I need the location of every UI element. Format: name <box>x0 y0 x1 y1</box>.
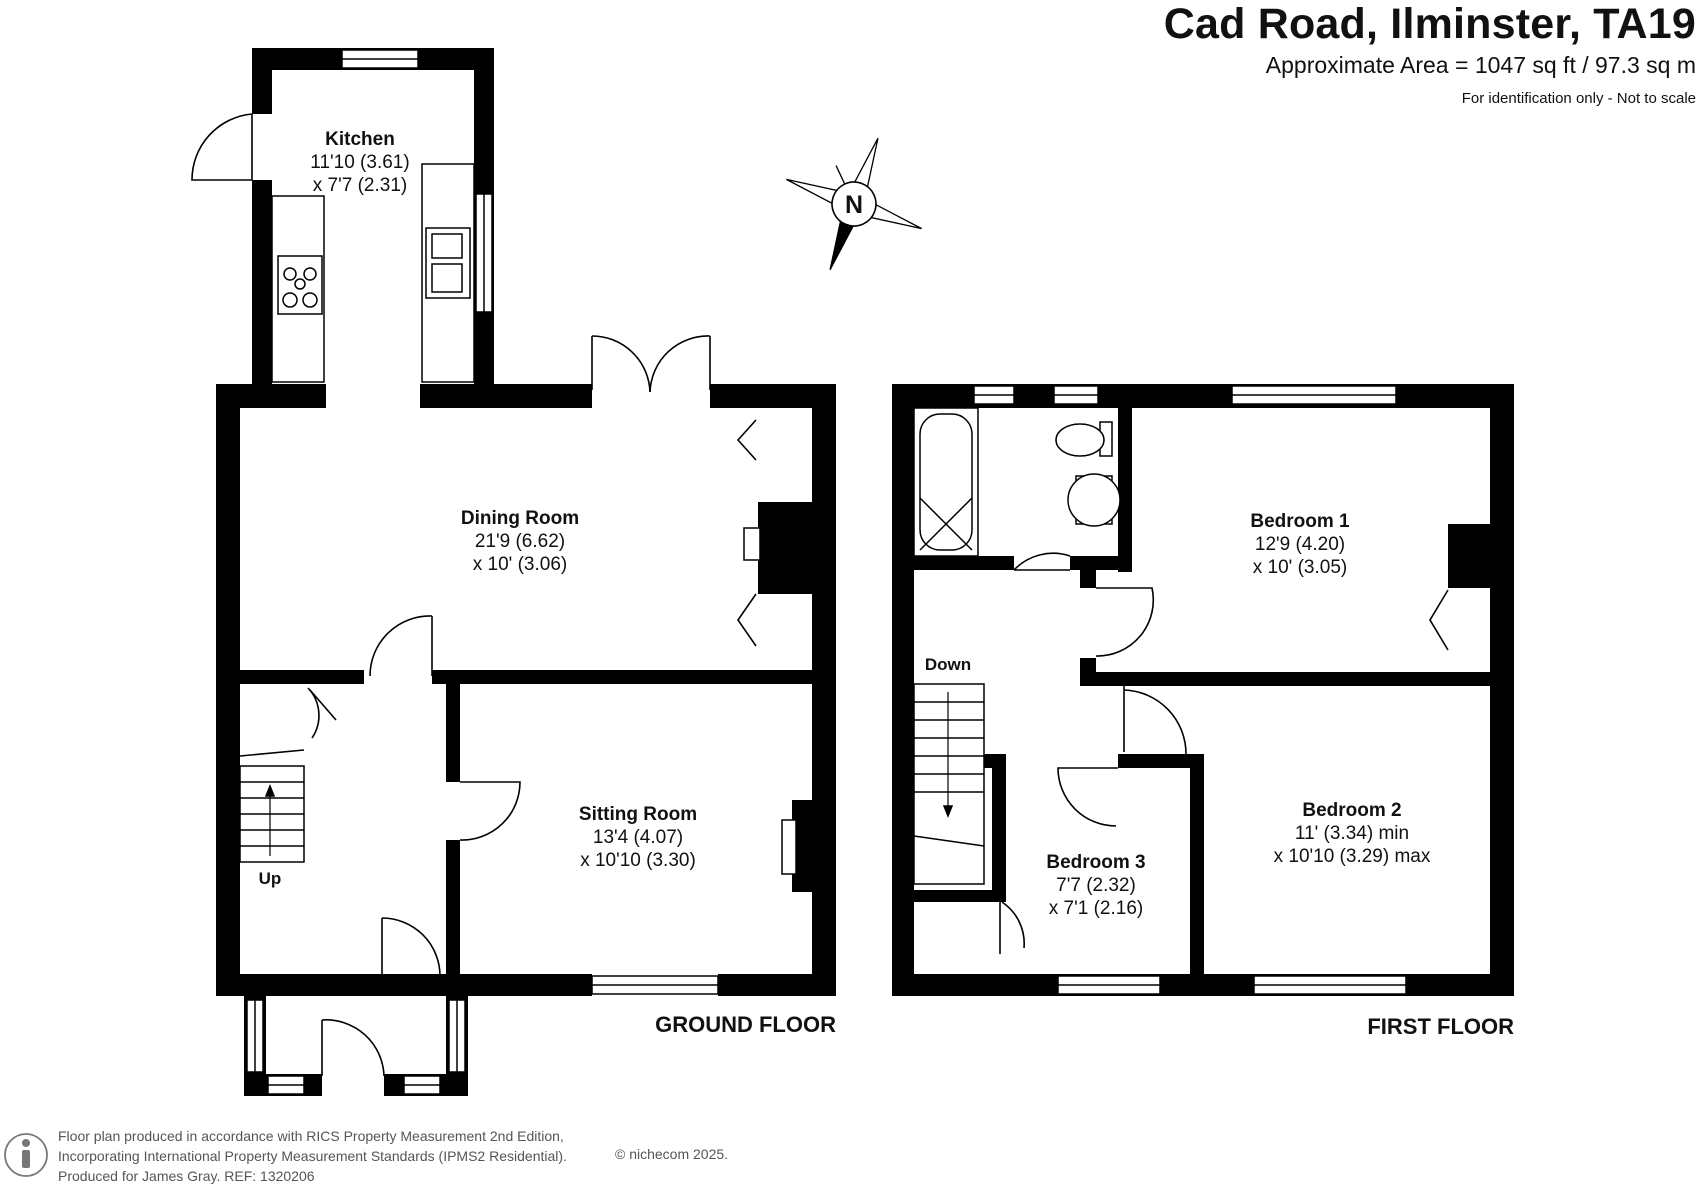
wall <box>1080 672 1500 686</box>
footer-line-2: Incorporating International Property Mea… <box>58 1148 567 1164</box>
wall <box>252 48 272 114</box>
door-swing <box>1123 686 1187 755</box>
stairs-down-label: Down <box>925 655 971 674</box>
fireplace <box>743 527 761 561</box>
door-swing <box>459 781 521 841</box>
kitchen-dim1: 11'10 (3.61) <box>310 152 409 173</box>
ground-floor-doors <box>191 113 757 1077</box>
bedroom1-name: Bedroom 1 <box>1250 511 1350 532</box>
basin <box>1067 473 1121 527</box>
compass-rose <box>786 137 922 271</box>
copyright: © nichecom 2025. <box>615 1146 729 1162</box>
stairs-up-label: Up <box>259 869 282 888</box>
footer-line-1: Floor plan produced in accordance with R… <box>58 1128 564 1144</box>
wall <box>1118 404 1132 572</box>
footer-text: Floor plan produced in accordance with R… <box>58 1126 567 1186</box>
wall <box>1490 384 1514 996</box>
chimney-breast <box>1448 524 1494 588</box>
bedroom3-dim2: x 7'1 (2.16) <box>1049 898 1143 919</box>
sitting-name: Sitting Room <box>579 804 697 825</box>
staircase-down <box>913 683 985 885</box>
sitting-dim2: x 10'10 (3.30) <box>580 850 696 871</box>
identification-note: For identification only - Not to scale <box>1461 90 1696 107</box>
bedroom2-dim2: x 10'10 (3.29) max <box>1274 846 1431 867</box>
door-swing <box>999 901 1025 954</box>
ground-floor-label: GROUND FLOOR <box>655 1012 836 1037</box>
first-floor-plan <box>892 384 1514 996</box>
wall <box>382 974 592 996</box>
first-floor-label: FIRST FLOOR <box>1367 1014 1514 1039</box>
cupboard-door <box>736 419 757 461</box>
wall <box>1118 754 1204 768</box>
wall <box>1070 556 1130 570</box>
approximate-area: Approximate Area = 1047 sq ft / 97.3 sq … <box>1265 52 1696 78</box>
compass-north-letter: N <box>845 191 863 219</box>
wall <box>892 384 914 996</box>
info-person-icon <box>4 1133 48 1177</box>
wall <box>216 384 240 996</box>
wall <box>252 180 272 392</box>
wall <box>908 890 1002 902</box>
bedroom2-name: Bedroom 2 <box>1302 800 1401 821</box>
wall <box>432 670 824 684</box>
property-title: Cad Road, Ilminster, TA19 <box>1163 0 1696 48</box>
door-swing <box>1013 552 1071 571</box>
door-swing <box>1057 767 1118 827</box>
wall <box>812 384 836 996</box>
wall <box>1190 754 1204 980</box>
wall <box>914 556 1014 570</box>
bathtub <box>913 407 979 557</box>
door-swing <box>649 335 711 393</box>
door-swing <box>307 687 337 739</box>
sitting-dim1: 13'4 (4.07) <box>593 827 683 848</box>
staircase-up <box>239 749 305 863</box>
dining-dim1: 21'9 (6.62) <box>475 531 565 552</box>
door-swing <box>1095 587 1155 657</box>
door-swing <box>369 615 433 677</box>
chimney-breast <box>758 502 818 594</box>
wall <box>420 384 592 408</box>
wall <box>992 754 1006 902</box>
wall <box>446 670 460 782</box>
wall <box>718 974 836 996</box>
bedroom3-dim1: 7'7 (2.32) <box>1056 875 1136 896</box>
toilet <box>1055 421 1113 457</box>
kitchen-name: Kitchen <box>325 129 395 150</box>
wall <box>1080 560 1096 588</box>
bedroom3-name: Bedroom 3 <box>1046 852 1145 873</box>
cupboard-door <box>1429 589 1449 651</box>
kitchen-dim2: x 7'7 (2.31) <box>313 175 407 196</box>
bedroom1-dim1: 12'9 (4.20) <box>1255 534 1345 555</box>
wall <box>216 974 382 996</box>
door-swing <box>191 113 253 181</box>
bedroom1-dim2: x 10' (3.05) <box>1253 557 1347 578</box>
first-floor-fittings <box>913 385 1407 995</box>
room-labels: Kitchen 11'10 (3.61) x 7'7 (2.31) Dining… <box>259 129 1514 1039</box>
door-swing <box>381 917 441 977</box>
first-floor-doors <box>999 552 1449 954</box>
footer-line-3: Produced for James Gray. REF: 1320206 <box>58 1168 315 1184</box>
wall <box>446 840 460 980</box>
fireplace <box>781 819 797 875</box>
wall <box>236 670 364 684</box>
cupboard-door <box>737 593 757 647</box>
door-swing <box>321 1019 385 1077</box>
dining-dim2: x 10' (3.06) <box>473 554 567 575</box>
bedroom2-dim1: 11' (3.34) min <box>1295 823 1409 844</box>
door-swing <box>591 335 651 393</box>
dining-name: Dining Room <box>461 508 579 529</box>
ground-floor-fittings <box>239 49 797 1095</box>
